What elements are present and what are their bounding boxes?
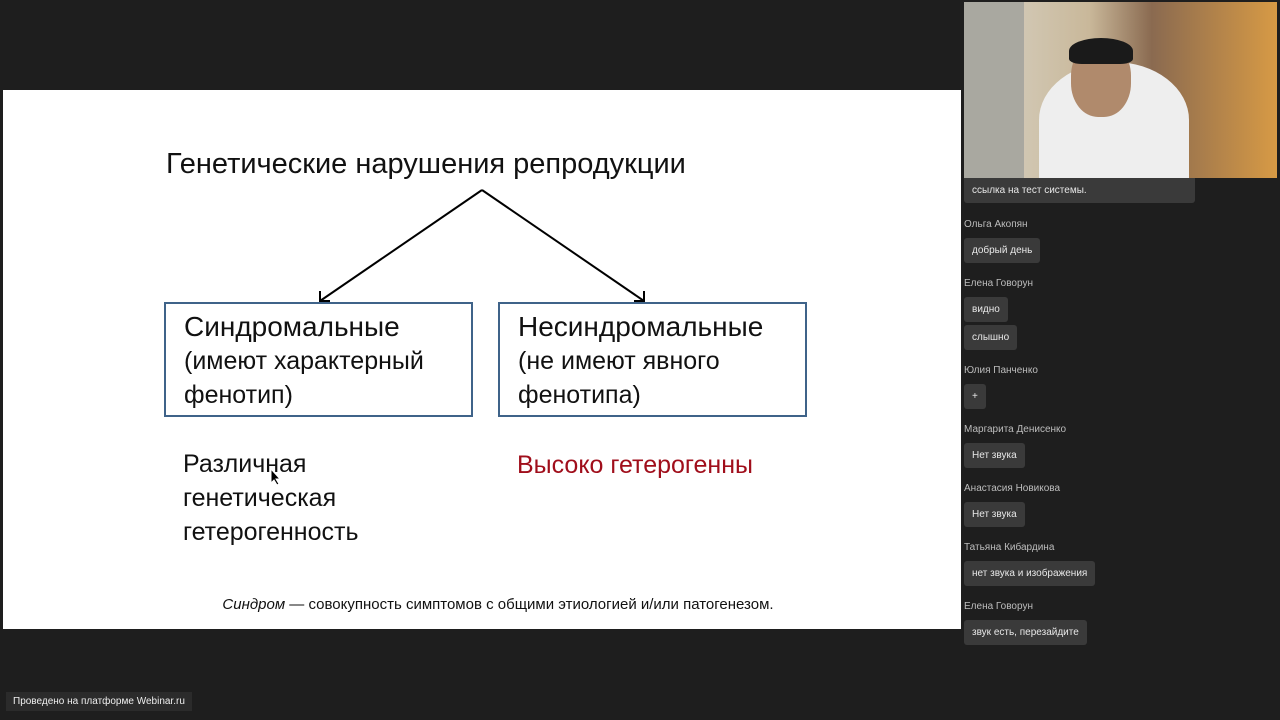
chat-author: Елена Говорун — [964, 278, 1033, 289]
left-note-3: гетерогенность — [183, 518, 359, 546]
chat-message-group: Татьяна Кибардина нет звука и изображения — [964, 542, 1280, 589]
arrow-left — [319, 189, 483, 302]
syndromic-box: Синдромальные (имеют характерный фенотип… — [164, 302, 473, 417]
nonsyndromic-desc-1: (не имеют явного — [518, 347, 720, 375]
nonsyndromic-heading: Несиндромальные — [518, 311, 764, 342]
mouse-cursor-icon — [270, 467, 282, 491]
chat-author: Ольга Акопян — [964, 219, 1028, 230]
syndromic-desc-1: (имеют характерный — [184, 347, 424, 375]
chat-message-group: Елена Говорун звук есть, перезайдите — [964, 601, 1280, 648]
chat-author: Елена Говорун — [964, 601, 1033, 612]
chat-author: Юлия Панченко — [964, 365, 1038, 376]
chat-message: + — [964, 384, 986, 409]
chat-message: звук есть, перезайдите — [964, 620, 1087, 645]
left-note-2: генетическая — [183, 484, 337, 512]
nonsyndromic-desc-2: фенотипа) — [518, 381, 641, 409]
slide-footer: Синдром — совокупность симптомов с общим… — [3, 596, 993, 613]
chat-message: нет звука и изображения — [964, 561, 1096, 586]
chat-message-partial: ссылка на тест системы. — [964, 178, 1195, 203]
chat-panel: ссылка на тест системы. Ольга Акопян добр… — [964, 178, 1280, 660]
footer-term: Синдром — [222, 596, 286, 613]
chat-message: слышно — [964, 325, 1018, 350]
arrow-right — [481, 189, 645, 302]
right-note: Высоко гетерогенны — [517, 451, 753, 479]
chat-message: добрый день — [964, 238, 1041, 263]
speaker-video — [964, 2, 1277, 178]
chat-author: Маргарита Денисенко — [964, 424, 1067, 435]
footer-definition: — совокупность симптомов с общими этиоло… — [285, 596, 774, 613]
chat-message-group: Ольга Акопян добрый день — [964, 219, 1280, 266]
chat-author: Татьяна Кибардина — [964, 542, 1055, 553]
chat-message: видно — [964, 297, 1008, 322]
syndromic-heading: Синдромальные — [184, 311, 400, 342]
chat-author: Анастасия Новикова — [964, 483, 1061, 494]
left-note: Различная генетическая гетерогенность — [183, 447, 359, 549]
chat-message: Нет звука — [964, 502, 1025, 527]
chat-message: Нет звука — [964, 443, 1025, 468]
chat-message-group: Елена Говорун видно слышно — [964, 278, 1280, 353]
platform-label[interactable]: Проведено на платформе Webinar.ru — [6, 692, 192, 711]
nonsyndromic-box: Несиндромальные (не имеют явного фенотип… — [498, 302, 807, 417]
chat-message-group: Юлия Панченко + — [964, 365, 1280, 412]
presentation-slide: Генетические нарушения репродукции Синдр… — [3, 90, 961, 629]
slide-title: Генетические нарушения репродукции — [166, 148, 686, 180]
left-note-1: Различная — [183, 450, 307, 478]
syndromic-desc-2: фенотип) — [184, 381, 293, 409]
diagram-arrows — [319, 189, 645, 302]
